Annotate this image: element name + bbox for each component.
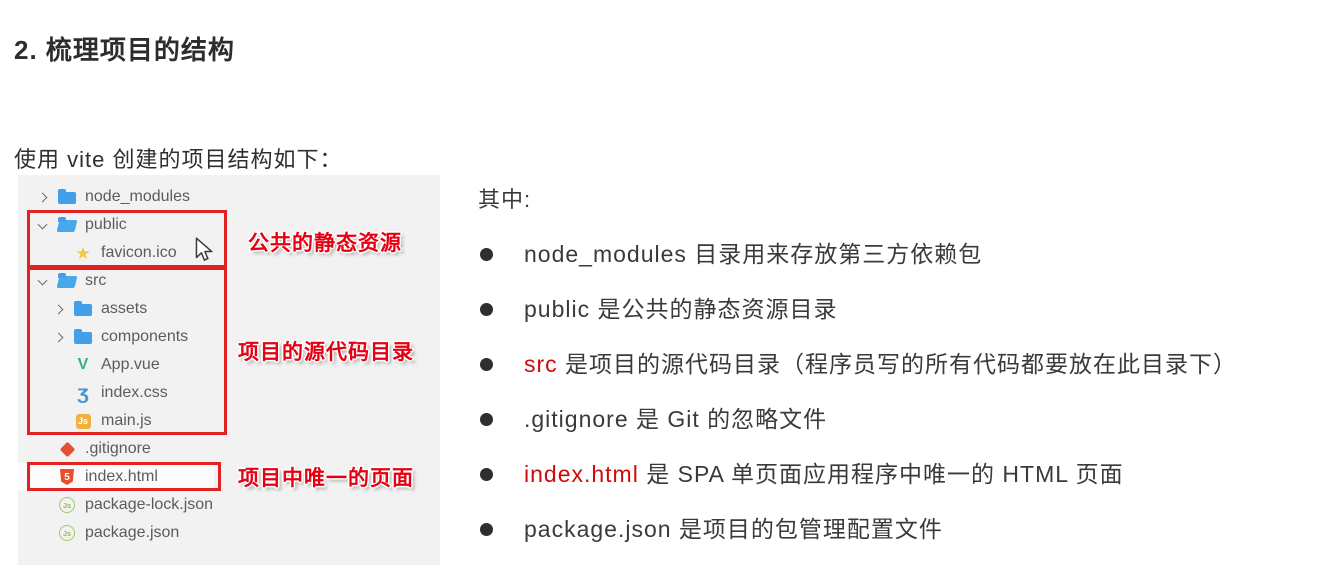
- tree-item-label: App.vue: [101, 356, 160, 373]
- bullet-highlight: src: [524, 351, 558, 377]
- tree-row-favicon: favicon.ico: [18, 239, 440, 267]
- tree-item-label: index.css: [101, 384, 168, 401]
- lead-text: 其中:: [478, 187, 532, 212]
- tree-item-label: assets: [101, 300, 148, 317]
- star-icon: [74, 244, 92, 262]
- tree-row-node-modules: node_modules: [18, 183, 440, 211]
- tree-row-main-js: main.js: [18, 407, 440, 435]
- chevron-spacer: [54, 389, 63, 398]
- chevron-down-icon: [38, 277, 47, 286]
- git-icon: [58, 440, 76, 458]
- tree-item-label: node_modules: [85, 188, 190, 205]
- node-json-icon: [58, 524, 76, 542]
- tree-item-label: package-lock.json: [85, 496, 214, 513]
- tree-row-components: components: [18, 323, 440, 351]
- tree-row-src: src: [18, 267, 440, 295]
- bullet-text: public 是公共的静态资源目录: [524, 296, 838, 322]
- tree-item-label: public: [85, 216, 127, 233]
- bullet-list: node_modules 目录用来存放第三方依赖包 public 是公共的静态资…: [478, 240, 1316, 543]
- open-folder-icon: [58, 216, 76, 234]
- chevron-spacer: [54, 417, 63, 426]
- bullet-highlight: index.html: [524, 461, 639, 487]
- chevron-spacer: [38, 501, 47, 510]
- chevron-spacer: [54, 249, 63, 258]
- chevron-spacer: [54, 361, 63, 370]
- mouse-cursor-icon: [195, 237, 213, 261]
- tree-row-assets: assets: [18, 295, 440, 323]
- js-icon: [74, 412, 92, 430]
- list-item: package.json 是项目的包管理配置文件: [478, 515, 1316, 543]
- tree-item-label: main.js: [101, 412, 152, 429]
- bullet-text: .gitignore 是 Git 的忽略文件: [524, 406, 828, 432]
- html5-icon: [58, 468, 76, 486]
- tree-row-index-html: index.html: [18, 463, 214, 491]
- bullet-text: node_modules 目录用来存放第三方依赖包: [524, 241, 983, 267]
- annotation-only-page: 项目中唯一的页面: [238, 467, 414, 490]
- vue-icon: [74, 356, 92, 374]
- annotation-public-static-resources: 公共的静态资源: [248, 232, 402, 255]
- css-icon: [74, 384, 92, 402]
- list-item: src 是项目的源代码目录（程序员写的所有代码都要放在此目录下）: [478, 350, 1316, 378]
- tree-row-package-lock: package-lock.json: [18, 491, 440, 519]
- list-item: index.html 是 SPA 单页面应用程序中唯一的 HTML 页面: [478, 460, 1316, 488]
- bullet-text: 是项目的源代码目录（程序员写的所有代码都要放在此目录下）: [557, 351, 1238, 377]
- tree-item-label: favicon.ico: [101, 244, 177, 261]
- list-item: .gitignore 是 Git 的忽略文件: [478, 405, 1316, 433]
- folder-icon: [74, 328, 92, 346]
- node-json-icon: [58, 496, 76, 514]
- chevron-down-icon: [38, 221, 47, 230]
- tree-row-index-css: index.css: [18, 379, 440, 407]
- folder-icon: [74, 300, 92, 318]
- tree-item-label: .gitignore: [85, 440, 151, 457]
- list-item: public 是公共的静态资源目录: [478, 295, 1316, 323]
- bullet-text: 是 SPA 单页面应用程序中唯一的 HTML 页面: [638, 461, 1124, 487]
- project-structure-figure: node_modules public favicon.ico src asse: [18, 175, 440, 565]
- tree-row-package-json: package.json: [18, 519, 440, 547]
- chevron-spacer: [38, 445, 47, 454]
- tree-row-app-vue: App.vue: [18, 351, 440, 379]
- chevron-spacer: [38, 473, 47, 482]
- tree-item-label: index.html: [85, 468, 158, 485]
- bullet-text: package.json 是项目的包管理配置文件: [524, 516, 943, 542]
- tree-item-label: src: [85, 272, 107, 289]
- chevron-spacer: [38, 529, 47, 538]
- annotation-source-code-dir: 项目的源代码目录: [238, 341, 414, 364]
- chevron-right-icon: [54, 333, 63, 342]
- tree-row-public: public: [18, 211, 440, 239]
- chevron-right-icon: [38, 193, 47, 202]
- chevron-right-icon: [54, 305, 63, 314]
- section-heading: 2. 梳理项目的结构: [14, 34, 235, 65]
- list-item: node_modules 目录用来存放第三方依赖包: [478, 240, 1316, 268]
- description-column: 其中: node_modules 目录用来存放第三方依赖包 public 是公共…: [478, 186, 1316, 570]
- folder-icon: [58, 188, 76, 206]
- open-folder-icon: [58, 272, 76, 290]
- tree-row-gitignore: .gitignore: [18, 435, 440, 463]
- file-tree: node_modules public favicon.ico src asse: [18, 183, 440, 547]
- intro-text: 使用 vite 创建的项目结构如下：: [14, 147, 343, 172]
- tree-item-label: components: [101, 328, 189, 345]
- tree-item-label: package.json: [85, 524, 180, 541]
